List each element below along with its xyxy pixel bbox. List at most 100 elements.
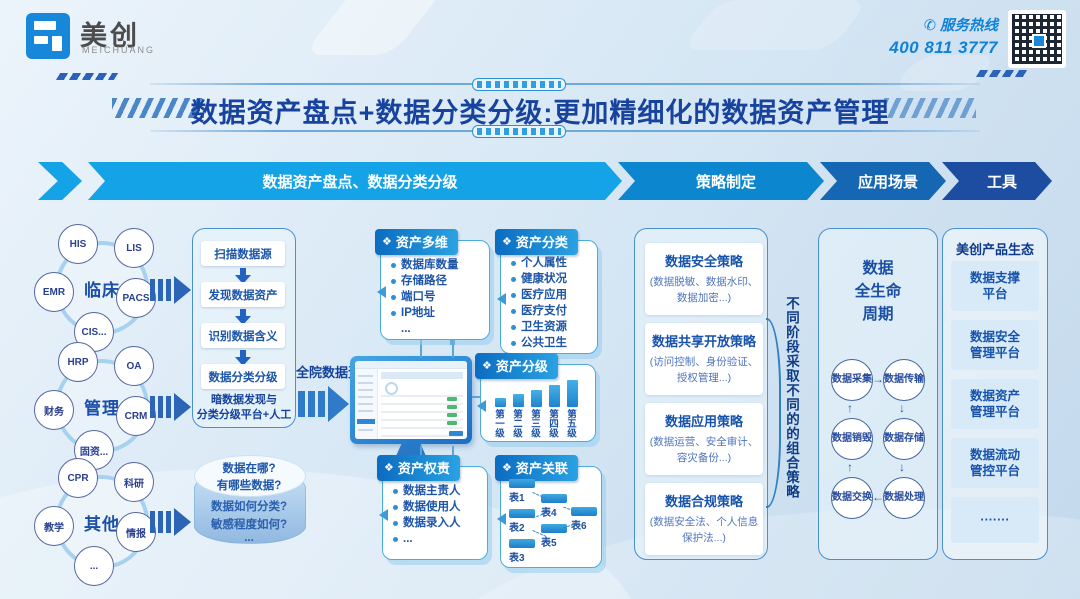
grade-level: 第三级 (529, 409, 540, 438)
cycle-arrow-icon: → (872, 372, 884, 386)
lifecycle-node: 数据销毁 (831, 418, 873, 460)
grade-level: 第四级 (547, 409, 558, 438)
deco-hatch-right (884, 98, 976, 118)
strategy-title: 数据合规策略 (664, 494, 743, 509)
ecosystem-item-label: 数据流动管控平台 (969, 447, 1020, 478)
lifecycle-node: 数据处理 (883, 477, 925, 519)
connector-line (452, 344, 454, 358)
table-node: 表1 (509, 493, 525, 504)
satellite: CRM (116, 396, 156, 436)
grade-level: 第五级 (565, 409, 576, 438)
lifecycle-node: 数据存储 (883, 418, 925, 460)
callout-title: 资产分类 (515, 235, 568, 250)
lifecycle-title-line: 数据 (862, 260, 894, 277)
ecosystem-item: ······· (951, 497, 1039, 543)
ecosystem-title: 美创产品生态 (955, 242, 1034, 257)
stage-strategy: 策略制定 (618, 162, 824, 200)
callout-item: 公共卫生 (511, 335, 591, 351)
asset-platform-monitor (350, 356, 472, 472)
question: 数据在哪? (222, 463, 276, 475)
discovery-step: 发现数据资产 (201, 282, 285, 307)
table-node: 表2 (509, 523, 525, 534)
hotline-number: 400 811 3777 (889, 38, 998, 57)
grade-bars-chart (495, 379, 585, 407)
discovery-caption-line: 暗数据发现与 (211, 394, 277, 406)
connector-node (450, 340, 455, 345)
satellite: 科研 (114, 462, 154, 502)
cylinder-top (194, 455, 306, 497)
cycle-arrow-icon: ↑ (847, 460, 853, 474)
table-node: 表4 (541, 508, 557, 519)
strategy-card: 数据应用策略 (数据运营、安全审计、容灾备份...) (645, 403, 763, 475)
cluster-management: 管理 HRP OA 财务 CRM 固资... (34, 342, 163, 470)
lifecycle-panel: 数据 全生命 周期 数据采集 数据传输 数据存储 数据处理 数据交换 数据销毁 … (818, 228, 938, 560)
logo-subtext: MEICHUANG (82, 45, 156, 55)
ecosystem-item: 数据支撑平台 (951, 261, 1039, 311)
callout-tail (471, 399, 486, 412)
diamond-icon: ❖ (502, 462, 512, 474)
table-node: 表3 (509, 553, 525, 564)
cluster-clinical: 临床 HIS LIS EMR PACS CIS... (34, 224, 163, 352)
callout-tail (371, 286, 386, 299)
bg-streak (680, 0, 870, 50)
callout-item: 数据主责人 (393, 483, 481, 499)
satellite: LIS (114, 228, 154, 268)
questions-cylinder: 数据在哪? 有哪些数据? 数据如何分类? 敏感程度如何? ... (194, 455, 306, 555)
callout-item: 端口号 (391, 289, 483, 305)
lifecycle-title-line: 全生命 (854, 283, 902, 300)
strategy-note-vertical: 不同阶段采取不同的的组合策略 (784, 296, 799, 499)
callout-item: 数据录入人 (393, 515, 481, 531)
stage-label: 工具 (986, 173, 1017, 191)
callout-item: 健康状况 (511, 271, 591, 287)
callout-title: 资产分级 (495, 359, 548, 374)
callout-item: 医疗应用 (511, 287, 591, 303)
callout-item: 数据库数量 (391, 257, 483, 273)
table-node: 表6 (571, 521, 587, 532)
callout-asset-grading: ❖ 资产分级 第一级 第二级 第三级 第四级 第五级 (475, 353, 596, 442)
connector-line (472, 396, 480, 398)
callout-item: 存储路径 (391, 273, 483, 289)
strategy-title: 数据应用策略 (664, 414, 743, 429)
callout-asset-relation: ❖ 资产关联 表1 表2 表3 表4 表5 表6 (495, 455, 602, 568)
big-flow-arrow-icon (298, 386, 349, 422)
question: 有哪些数据? (216, 480, 282, 492)
cycle-arrow-icon: ↓ (899, 460, 905, 474)
cycle-arrow-icon: ↓ (899, 401, 905, 415)
lifecycle-node: 数据传输 (883, 359, 925, 401)
callout-asset-classification: ❖ 资产分类 个人属性 健康状况 医疗应用 医疗支付 卫生资源 公共卫生 (495, 229, 598, 354)
callout-title: 资产权责 (397, 461, 450, 476)
stage-scenario: 应用场景 (820, 162, 946, 200)
deco-dot-capsule (472, 125, 566, 138)
bg-streak (302, 0, 448, 55)
ecosystem-item: 数据流动管控平台 (951, 438, 1039, 488)
discovery-step: 识别数据含义 (201, 323, 285, 348)
strategy-desc: (数据运营、安全审计、容灾备份...) (649, 436, 759, 465)
connector-line (452, 446, 454, 458)
question: ... (244, 532, 254, 544)
phone-icon: ✆ (923, 18, 936, 34)
cycle-arrow-icon: ↑ (847, 401, 853, 415)
lifecycle-node: 数据交换 (831, 477, 873, 519)
satellite: 财务 (34, 390, 74, 430)
discovery-step: 数据分类分级 (201, 364, 285, 389)
connector-line (420, 336, 422, 358)
callout-tail (373, 509, 388, 522)
callout-title: 资产多维 (395, 235, 448, 250)
question: 数据如何分类? (210, 501, 288, 513)
deco-dashes (975, 70, 1031, 77)
deco-dot-capsule (472, 78, 566, 91)
ecosystem-item: 数据安全管理平台 (951, 320, 1039, 370)
satellite: CIS... (74, 312, 114, 352)
ecosystem-panel: 美创产品生态 数据支撑平台 数据安全管理平台 数据资产管理平台 数据流动管控平台… (942, 228, 1048, 560)
satellite: 教学 (34, 506, 74, 546)
page-title: 数据资产盘点+数据分类分级:更加精细化的数据资产管理 (190, 98, 890, 128)
flow-arrow-icon (150, 276, 191, 304)
ecosystem-item-label: 数据支撑平台 (969, 270, 1020, 301)
discovery-step: 扫描数据源 (201, 241, 285, 266)
flow-arrow-icon (150, 508, 191, 536)
stage-inventory: 数据资产盘点、数据分类分级 (88, 162, 622, 200)
callout-tail (491, 513, 506, 525)
satellite: HRP (58, 342, 98, 382)
meichuang-logo-icon (26, 13, 70, 59)
